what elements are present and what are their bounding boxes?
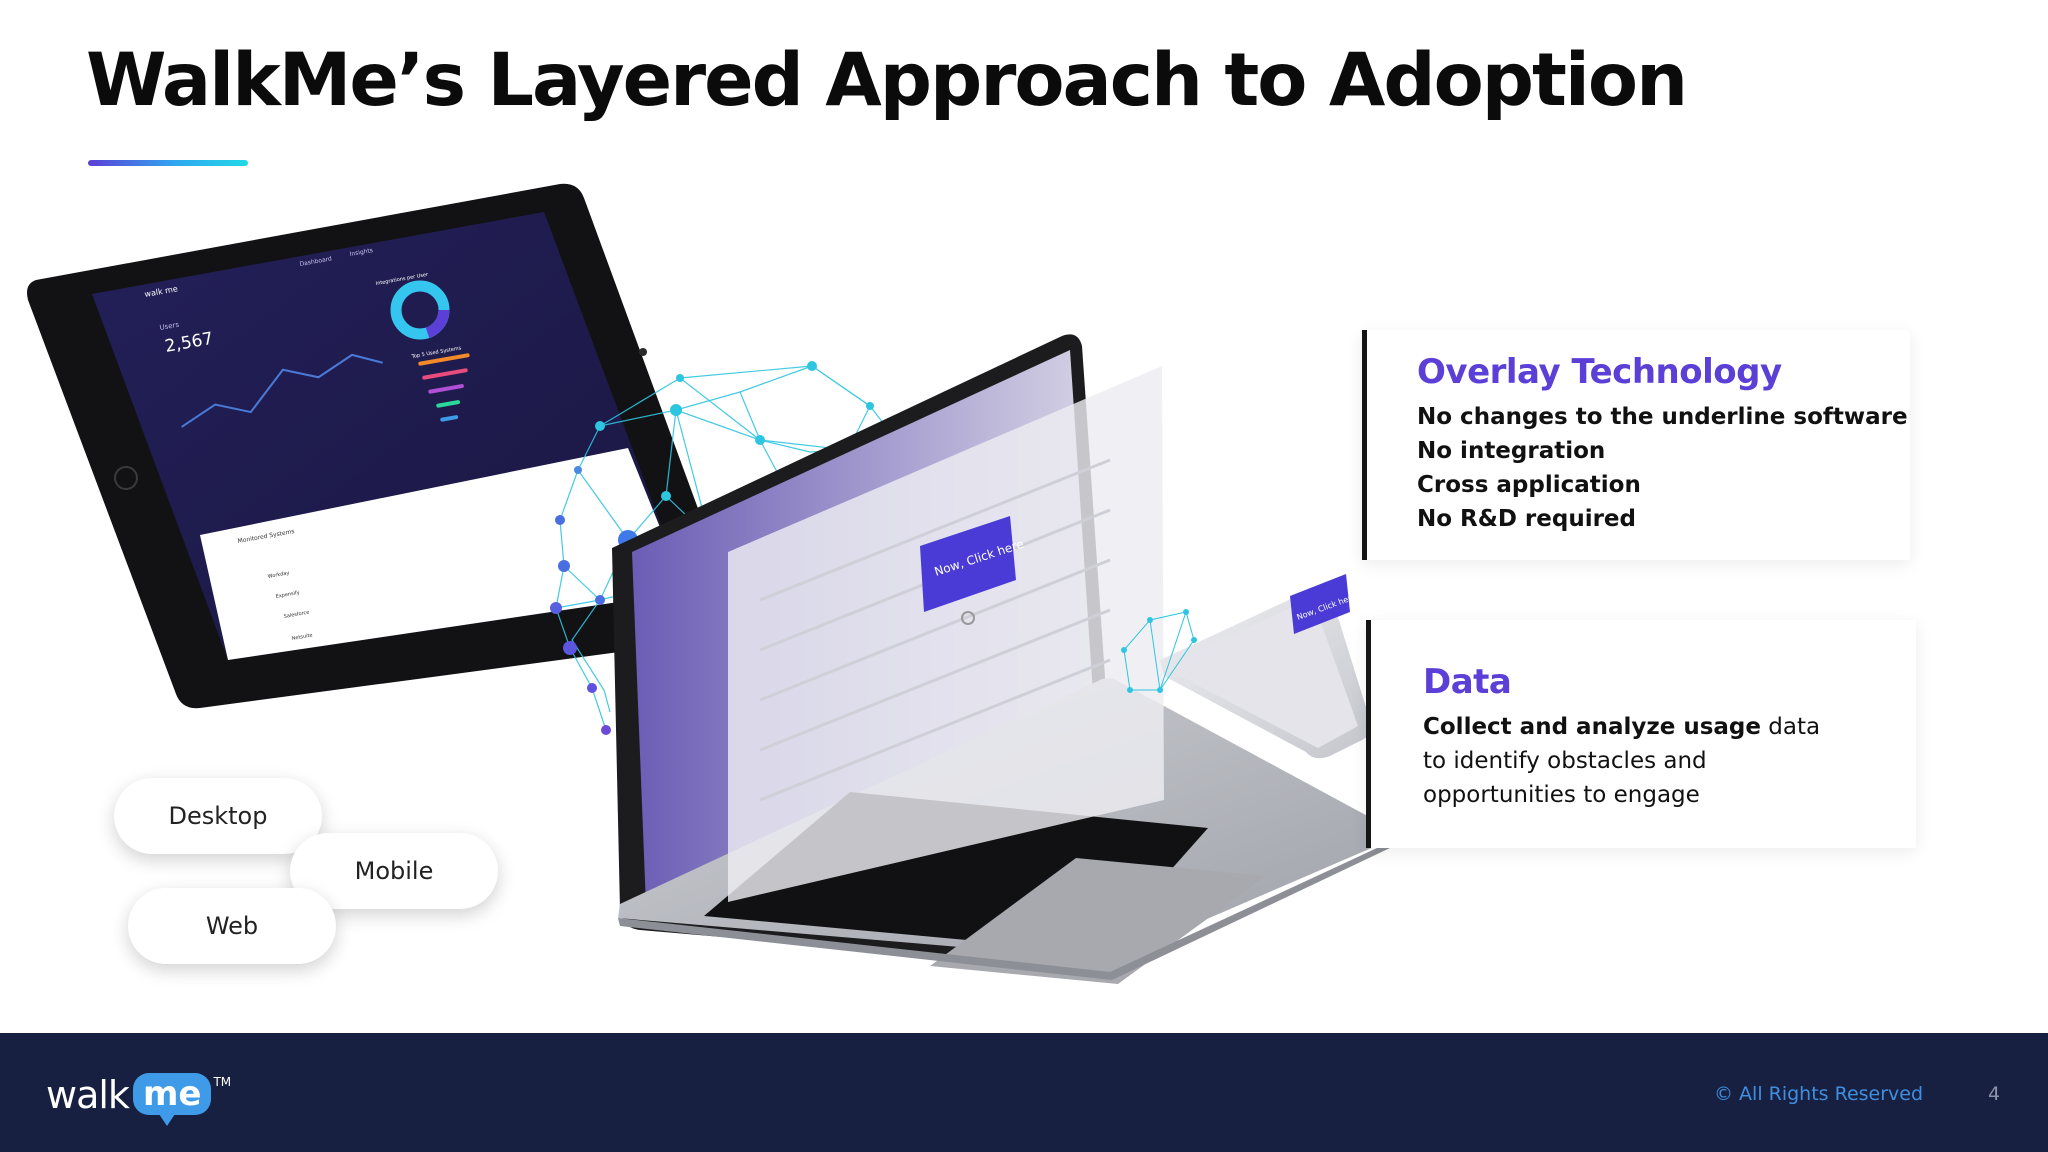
- overlay-technology-card: Overlay Technology No changes to the und…: [1362, 330, 1910, 560]
- logo-me-bubble: me: [132, 1073, 212, 1126]
- title-underline: [88, 160, 248, 166]
- tablet-app-expensify: Expensify: [275, 590, 300, 600]
- page-title: WalkMe’s Layered Approach to Adoption: [86, 38, 1688, 123]
- phone-callout: [1290, 574, 1350, 634]
- tablet-app-salesforce: Salesforce: [283, 610, 310, 620]
- overlay-panel: Now, Click here: [728, 366, 1164, 902]
- laptop-trackpad: [930, 858, 1266, 984]
- data-line-2: to identify obstacles and: [1423, 748, 1707, 774]
- laptop-front-edge: [618, 842, 1390, 980]
- tablet-app-workday: Workday: [267, 570, 290, 580]
- logo-trademark: TM: [213, 1075, 232, 1089]
- data-card: Data Collect and analyze usage data to i…: [1366, 620, 1916, 848]
- laptop-callout: [920, 516, 1016, 612]
- logo-bubble-tail: [158, 1114, 175, 1126]
- platform-pill-desktop: Desktop: [114, 778, 322, 854]
- data-line-1-bold: Collect and analyze usage: [1423, 714, 1761, 740]
- tablet-home-button: [114, 466, 138, 490]
- footer: walk me TM © All Rights Reserved 4: [0, 1033, 2048, 1152]
- data-line-3: opportunities to engage: [1423, 782, 1700, 808]
- data-card-title: Data: [1423, 662, 1512, 702]
- overlay-line-cross-application: Cross application: [1417, 472, 1641, 498]
- data-line-1: Collect and analyze usage data: [1423, 710, 1916, 744]
- data-line-1-rest: data: [1760, 714, 1821, 740]
- phone-device: Now, Click here: [1121, 574, 1371, 759]
- overlay-line-no-changes: No changes to the underline software: [1417, 404, 1908, 430]
- page-number: 4: [1988, 1083, 2001, 1105]
- overlay-line-no-integration: No integration: [1417, 438, 1606, 464]
- tablet-bars: [418, 353, 470, 422]
- platform-pill-web: Web: [128, 888, 336, 964]
- tablet-camera: [639, 348, 647, 356]
- devices-illustration: walk me Dashboard Insights Users 2,567 I…: [27, 183, 1393, 984]
- overlay-technology-title: Overlay Technology: [1417, 352, 1782, 392]
- phone-screen: [1172, 598, 1358, 748]
- overlay-line-no-rd: No R&D required: [1417, 506, 1636, 532]
- walkme-logo: walk me TM: [46, 1073, 232, 1126]
- copyright-text: © All Rights Reserved: [1714, 1083, 1924, 1105]
- tablet-app-netsuite: Netsuite: [291, 632, 313, 642]
- tablet-users-label: Users: [159, 321, 180, 332]
- platform-pill-mobile: Mobile: [290, 833, 498, 909]
- laptop-hotspot: [961, 611, 975, 625]
- tablet-line-chart: [181, 353, 383, 428]
- logo-walk-text: walk: [46, 1073, 130, 1117]
- logo-me-text: me: [142, 1074, 202, 1114]
- tablet-tab-insights: Insights: [349, 247, 373, 258]
